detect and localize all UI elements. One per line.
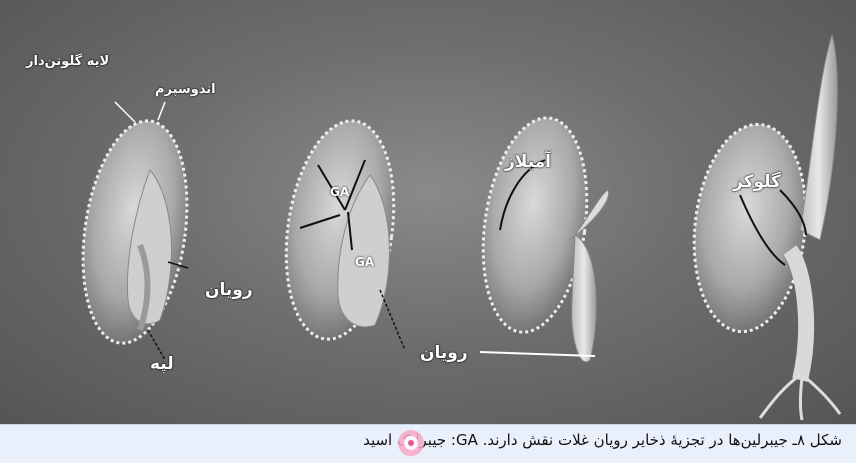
label-ga-1: GA [330, 185, 349, 199]
label-embryo-1: رویان [205, 280, 253, 300]
seed-1 [70, 102, 200, 360]
label-cotyledon: لپه [150, 354, 174, 374]
seed-2 [273, 114, 407, 350]
seed-germination-figure: لایه گلوتن‌دار اندوسپرم رویان لپه GA GA … [0, 0, 856, 424]
label-endosperm: اندوسپرم [155, 82, 216, 97]
seed-4 [684, 35, 840, 420]
figure-caption-bar: شکل ۸ـ جیبرلین‌ها در تجزیهٔ ذخایر رویان … [0, 424, 856, 463]
label-ga-2: GA [355, 255, 374, 269]
label-embryo-2: رویان [420, 343, 468, 363]
label-glucose: گلوکز [733, 172, 781, 192]
label-aleurone-layer: لایه گلوتن‌دار [26, 54, 109, 69]
watermark-logo-icon [396, 428, 426, 458]
seed-3 [470, 111, 608, 362]
label-amylase: آمیلاز [505, 152, 551, 172]
figure-caption: شکل ۸ـ جیبرلین‌ها در تجزیهٔ ذخایر رویان … [363, 431, 842, 449]
